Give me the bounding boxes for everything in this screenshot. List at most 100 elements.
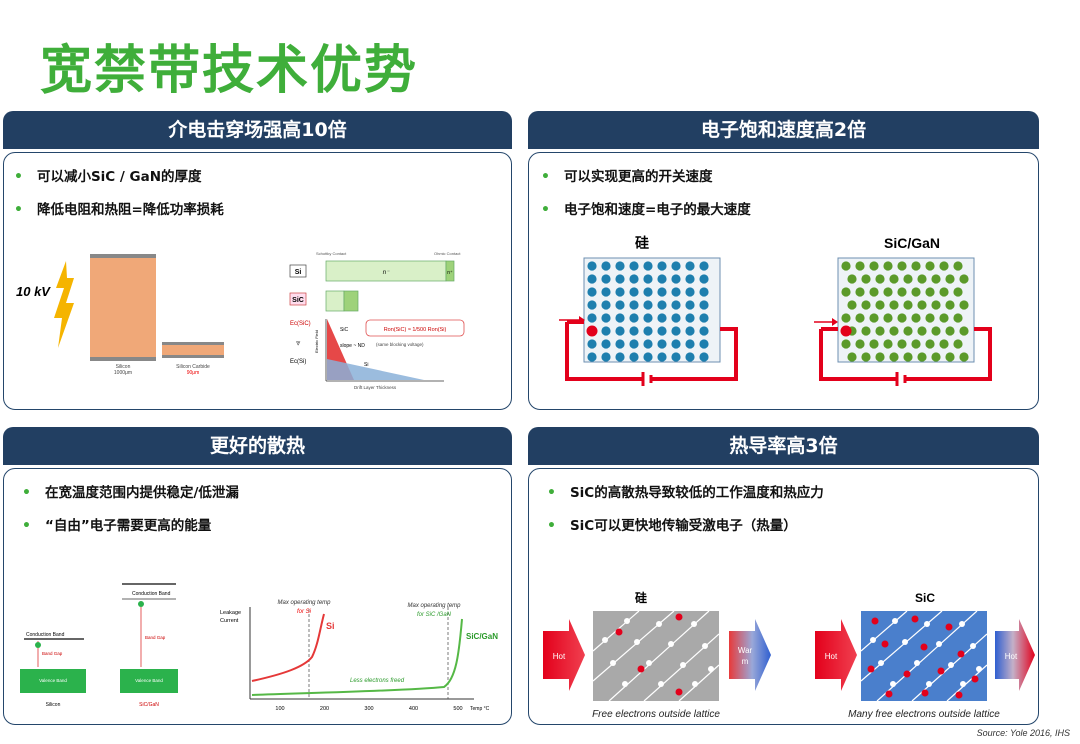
svg-text:Electric Field: Electric Field	[314, 330, 319, 353]
sic-label: SiC	[915, 591, 935, 605]
sic-atom	[861, 300, 871, 310]
sic-atom	[847, 300, 857, 310]
sic-atom	[939, 261, 949, 271]
saturation-illustration: 硅 SiC/GaN	[559, 235, 992, 386]
bullet-item: •“自由”电子需要更高的能量	[22, 518, 212, 534]
bullet-dot-icon: •	[547, 485, 556, 501]
bullet-dot-icon: •	[14, 169, 23, 185]
svg-text:90μm: 90μm	[187, 370, 200, 376]
si-atom	[601, 326, 611, 336]
si-valence-band	[20, 669, 86, 693]
si-atom	[699, 313, 709, 323]
si-atom	[671, 352, 681, 362]
sic-atom	[889, 326, 899, 336]
svg-text:slope ~ ND: slope ~ ND	[340, 343, 365, 349]
svg-text:Valence Band: Valence Band	[39, 678, 67, 683]
sic-atom	[925, 313, 935, 323]
voltage-label: 10 kV	[16, 284, 51, 299]
si-atom	[657, 313, 667, 323]
si-atom	[657, 287, 667, 297]
sic-atom	[889, 274, 899, 284]
bullet-item: •在宽温度范围内提供稳定/低泄漏	[22, 485, 239, 501]
sic-atom	[869, 261, 879, 271]
si-caption: Free electrons outside lattice	[592, 709, 720, 720]
svg-text:Si: Si	[364, 362, 368, 368]
si-field-triangle	[327, 359, 424, 380]
si-atom	[643, 352, 653, 362]
si-atom	[629, 287, 639, 297]
sic-atom	[953, 339, 963, 349]
sic-atom	[861, 274, 871, 284]
sic-atom	[869, 287, 879, 297]
sic-atom	[911, 287, 921, 297]
panel-thermal-conductivity: •SiC的高散热导致较低的工作温度和热应力 •SiC可以更快地传输受激电子（热量…	[528, 468, 1039, 725]
bullet-dot-icon: •	[22, 485, 31, 501]
sic-block	[162, 345, 224, 355]
si-atom	[657, 326, 667, 336]
svg-text:Schottky Contact: Schottky Contact	[316, 251, 347, 256]
bullet-item: •可以实现更高的开关速度	[541, 169, 713, 185]
svg-text:Conduction Band: Conduction Band	[132, 591, 171, 597]
si-atom	[629, 313, 639, 323]
bullet-dot-icon: •	[547, 518, 556, 534]
si-atom	[587, 313, 597, 323]
si-atom	[601, 261, 611, 271]
electron-icon	[840, 325, 852, 337]
sic-atom	[945, 300, 955, 310]
si-atom	[643, 261, 653, 271]
svg-text:Max operating temp: Max operating temp	[407, 603, 461, 609]
sic-atom	[953, 313, 963, 323]
si-atom	[657, 339, 667, 349]
sic-atom	[875, 300, 885, 310]
si-atom	[601, 313, 611, 323]
svg-text:Si: Si	[295, 269, 302, 276]
svg-text:SiC: SiC	[292, 297, 304, 304]
axis-tick-label: 100	[275, 706, 284, 712]
svg-text:SiC/GaN: SiC/GaN	[466, 632, 498, 641]
si-atom	[643, 326, 653, 336]
sic-atom	[911, 261, 921, 271]
hot-arrow-icon	[543, 619, 585, 691]
si-atom	[643, 274, 653, 284]
si-atom	[615, 339, 625, 349]
sic-atom	[883, 339, 893, 349]
svg-text:Ec(SiC): Ec(SiC)	[290, 321, 311, 327]
sic-valence-band	[120, 669, 178, 693]
panel-header-breakdown: 介电击穿场强高10倍	[3, 111, 512, 149]
sic-atom	[883, 287, 893, 297]
si-atom	[685, 339, 695, 349]
svg-text:Ron(SiC) ≈ 1/500 Ron(Si): Ron(SiC) ≈ 1/500 Ron(Si)	[384, 327, 447, 333]
bullet-item: •可以减小SiC / GaN的厚度	[14, 169, 202, 185]
si-atom	[699, 339, 709, 349]
si-atom	[643, 300, 653, 310]
sic-atom	[953, 287, 963, 297]
svg-text:Band Gap: Band Gap	[145, 635, 166, 640]
svg-text:for SiC /GaN: for SiC /GaN	[417, 612, 452, 618]
si-leakage-curve	[251, 613, 325, 682]
sic-atom	[897, 287, 907, 297]
si-atom	[685, 313, 695, 323]
si-atom	[601, 287, 611, 297]
sic-atom	[939, 287, 949, 297]
si-atom	[671, 287, 681, 297]
si-atom	[615, 261, 625, 271]
sic-atom	[917, 300, 927, 310]
sic-atom	[917, 352, 927, 362]
sic-atom	[855, 261, 865, 271]
sic-atom	[841, 261, 851, 271]
si-atom	[699, 274, 709, 284]
panel-heat-dissipation: •在宽温度范围内提供稳定/低泄漏 •“自由”电子需要更高的能量 Conducti…	[3, 468, 512, 725]
svg-text:⩔: ⩔	[296, 338, 301, 347]
bullet-dot-icon: •	[22, 518, 31, 534]
si-atom	[671, 261, 681, 271]
sic-atom	[945, 352, 955, 362]
sic-atom	[897, 313, 907, 323]
axis-tick-label: 300	[364, 706, 373, 712]
svg-text:Hot: Hot	[553, 652, 566, 661]
si-atom	[601, 300, 611, 310]
si-atom	[587, 300, 597, 310]
sic-atom	[847, 274, 857, 284]
sic-atom	[959, 274, 969, 284]
sic-atom	[875, 274, 885, 284]
warm-arrow-icon	[729, 619, 771, 691]
